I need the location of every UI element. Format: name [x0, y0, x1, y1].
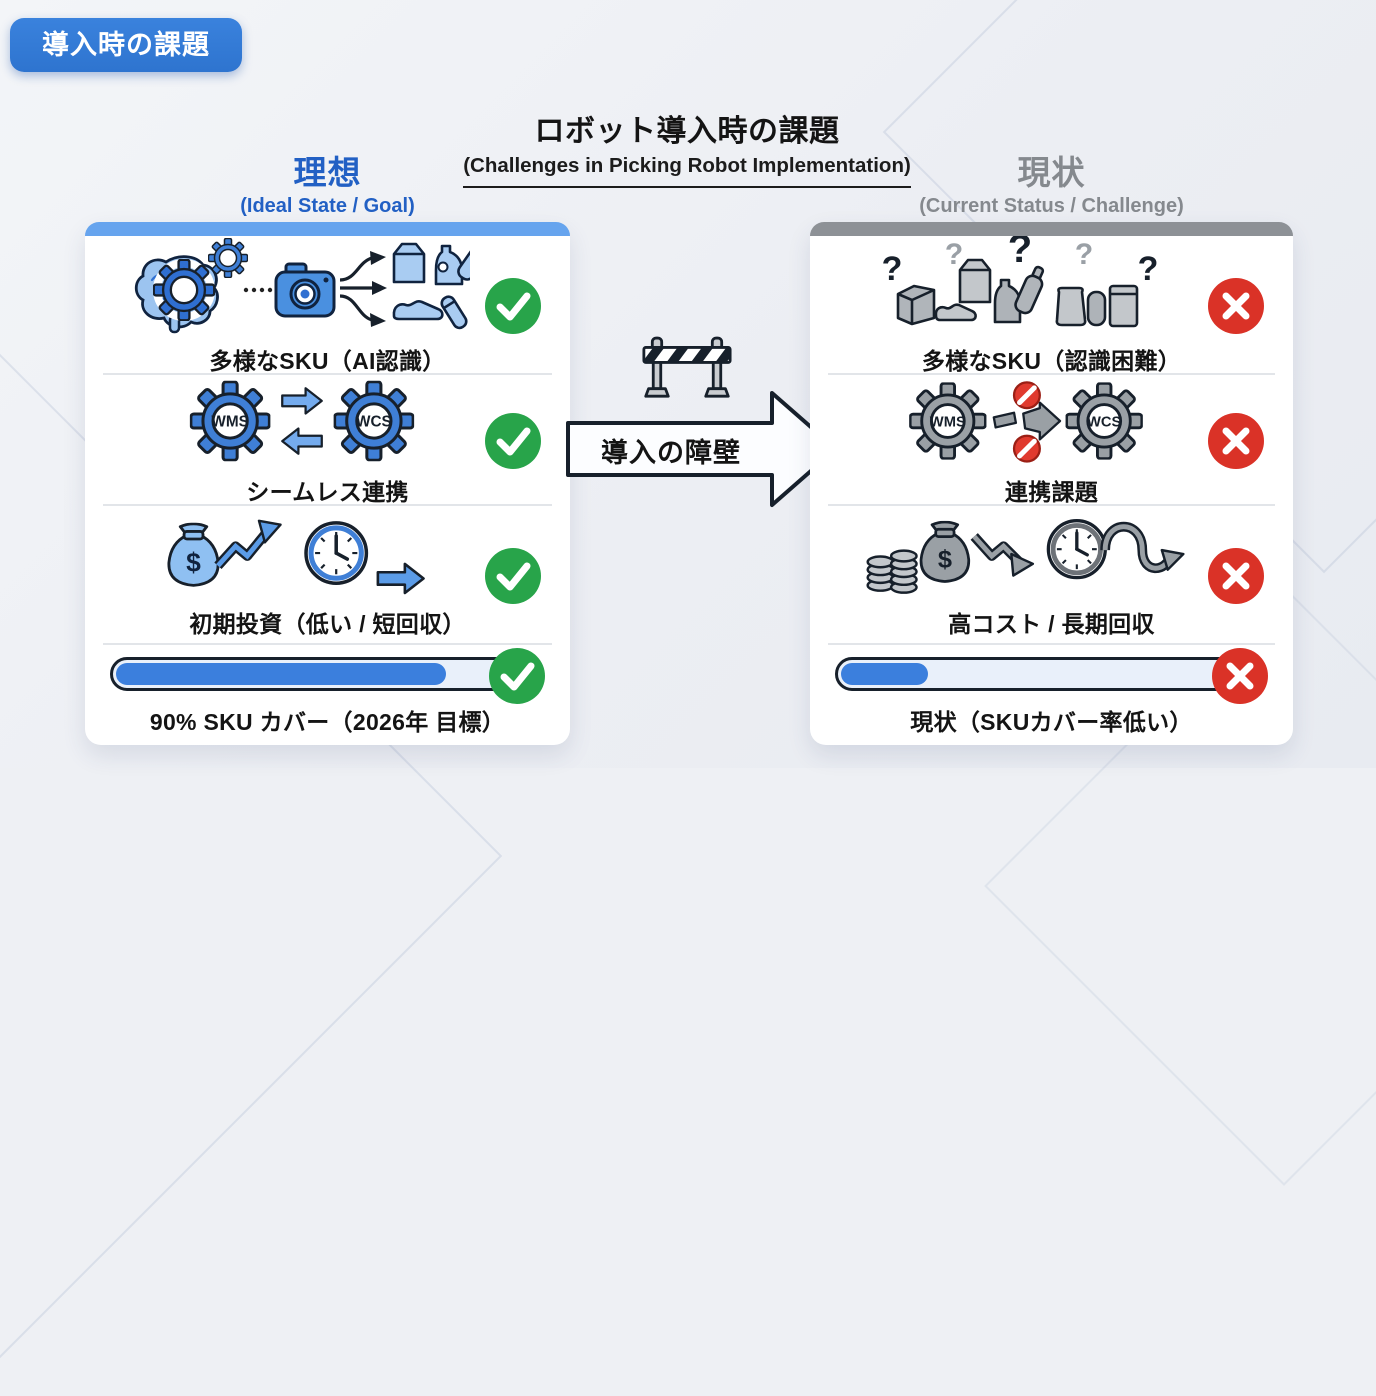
barrier-arrow — [566, 390, 840, 513]
check-icon — [488, 647, 546, 705]
ideal-card: 多様なSKU（AI認識） WMS WCS — [85, 222, 570, 745]
sku-coverage-progress-bar — [110, 657, 540, 691]
high-cost-long-payback-icon: $ — [861, 513, 1191, 599]
current-card: ? ? ? ? ? 多様なSKU（認識困難） — [810, 222, 1293, 745]
ideal-row-coverage: 90% SKU カバー（2026年 目標） — [85, 645, 570, 745]
ideal-row-sku-recognition: 多様なSKU（AI認識） — [85, 236, 570, 375]
wcs-label: WCS — [1087, 414, 1122, 430]
cross-icon — [1207, 547, 1265, 605]
wms-wcs-sync-gears-icon: WMS WCS — [182, 375, 422, 467]
current-heading: 現状 — [1017, 154, 1086, 191]
moneybag-growth-clock-icon: $ — [152, 513, 452, 599]
ideal-heading: 理想 — [293, 154, 362, 191]
ideal-column-header: 理想 (Ideal State / Goal) — [85, 146, 570, 218]
cross-icon — [1211, 647, 1269, 705]
wms-wcs-blocked-gears-icon: WMS WCS — [891, 375, 1161, 467]
row-label: 高コスト / 長期回収 — [948, 610, 1155, 637]
row-label: 現状（SKUカバー率低い） — [910, 709, 1193, 735]
row-label: 連携課題 — [1004, 478, 1099, 505]
wcs-label: WCS — [355, 413, 391, 430]
row-label: 90% SKU カバー（2026年 目標） — [149, 709, 506, 735]
dollar-glyph: $ — [937, 545, 951, 573]
current-row-sku-recognition: ? ? ? ? ? 多様なSKU（認識困難） — [810, 236, 1293, 375]
progress-fill — [116, 663, 447, 685]
svg-text:?: ? — [1074, 238, 1092, 271]
unrecognized-sku-pile-icon: ? ? ? ? ? — [858, 236, 1194, 336]
svg-text:?: ? — [1007, 236, 1031, 271]
current-row-cost: $ 高コスト / 長期回収 — [810, 506, 1293, 645]
wms-label: WMS — [929, 414, 965, 430]
row-label: 初期投資（低い / 短回収） — [189, 610, 466, 637]
current-row-coverage: 現状（SKUカバー率低い） — [810, 645, 1293, 745]
row-label: シームレス連携 — [246, 478, 409, 505]
svg-text:?: ? — [944, 238, 962, 271]
progress-fill — [841, 663, 929, 685]
dollar-glyph: $ — [186, 547, 201, 577]
brain-ai-camera-products-icon — [134, 236, 470, 336]
current-column-header: 現状 (Current Status / Challenge) — [810, 146, 1293, 218]
current-row-integration: WMS WCS 連携課題 — [810, 375, 1293, 506]
wms-label: WMS — [211, 413, 248, 430]
ideal-subheading: (Ideal State / Goal) — [240, 195, 415, 217]
current-card-accent-bar — [810, 222, 1293, 236]
ideal-row-investment: $ 初期投資（低い / 短回収） — [85, 506, 570, 645]
cross-icon — [1207, 412, 1265, 470]
slide-title-badge: 導入時の課題 — [10, 18, 242, 72]
ideal-card-accent-bar — [85, 222, 570, 236]
cross-icon — [1207, 277, 1265, 335]
check-icon — [484, 412, 542, 470]
main-title-block: ロボット導入時の課題 (Challenges in Picking Robot … — [420, 106, 954, 188]
svg-text:?: ? — [881, 250, 902, 288]
check-icon — [484, 547, 542, 605]
current-subheading: (Current Status / Challenge) — [919, 195, 1184, 217]
main-subtitle: (Challenges in Picking Robot Implementat… — [463, 154, 911, 188]
check-icon — [484, 277, 542, 335]
row-label: 多様なSKU（認識困難） — [921, 347, 1182, 374]
barrier-arrow-label: 導入の障壁 — [601, 437, 741, 468]
row-label: 多様なSKU（AI認識） — [209, 347, 446, 374]
road-barrier-icon — [642, 334, 732, 409]
sku-coverage-progress-bar — [835, 657, 1263, 691]
main-title: ロボット導入時の課題 — [534, 115, 840, 148]
ideal-row-integration: WMS WCS シームレス連携 — [85, 375, 570, 506]
svg-text:?: ? — [1137, 250, 1158, 288]
